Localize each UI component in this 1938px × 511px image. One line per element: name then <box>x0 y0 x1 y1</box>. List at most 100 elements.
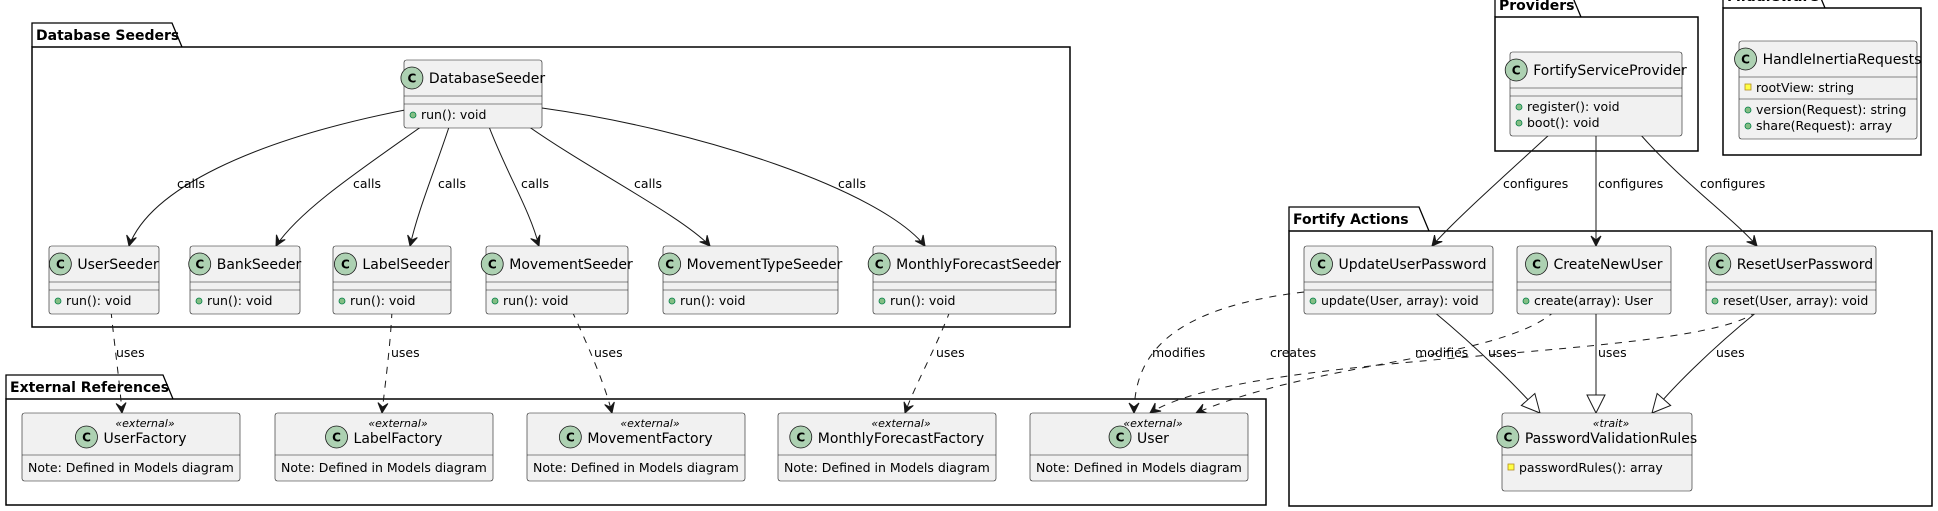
edge-path <box>487 123 540 247</box>
class-box <box>1516 245 1672 315</box>
arrow-head <box>1431 234 1443 247</box>
inheritance-arrow-head <box>1586 394 1606 415</box>
edge-modifies-update <box>1128 291 1305 415</box>
public-marker <box>195 297 203 305</box>
package-tab <box>1494 0 1582 18</box>
public-marker <box>1744 106 1752 114</box>
edge-path <box>1431 133 1551 247</box>
edges-layer <box>110 107 1759 415</box>
protected-marker <box>1744 83 1752 91</box>
edge-modifies-reset <box>1149 310 1758 414</box>
class-type-icon <box>1708 252 1732 276</box>
class-note: Note: Defined in Models diagram <box>1036 460 1242 475</box>
class-type-icon <box>789 425 813 449</box>
class-name: HandleInertiaRequests <box>1763 52 1922 68</box>
edge-configures-update <box>1431 133 1551 247</box>
class-method: run(): void <box>350 293 415 308</box>
class-box <box>485 245 629 315</box>
class-method: register(): void <box>1527 99 1620 114</box>
arrow-head <box>275 234 286 247</box>
class-name: BankSeeder <box>217 257 302 273</box>
class-type-letter: C <box>1503 431 1512 445</box>
edge-uses-update-rules <box>1432 310 1541 414</box>
package-tab <box>5 374 174 400</box>
edge-path <box>1639 133 1758 247</box>
class-name: FortifyServiceProvider <box>1533 63 1687 79</box>
class-monthly-forecast-factory[interactable]: MonthlyForecastFactory C «external» Note: D… <box>777 412 997 482</box>
class-method: run(): void <box>680 293 745 308</box>
edge-path <box>904 310 951 414</box>
edge-uses-user-factory <box>110 310 127 415</box>
class-method: run(): void <box>890 293 955 308</box>
arrow-head <box>1746 235 1758 247</box>
arrow-head <box>1128 402 1140 415</box>
edge-calls-monthly-forecast-seeder <box>541 107 926 247</box>
class-method: run(): void <box>421 107 486 122</box>
edge-label-creates: creates <box>1270 345 1316 360</box>
class-stereotype: «external» <box>871 417 930 430</box>
class-type-icon <box>48 252 72 276</box>
class-note: Note: Defined in Models diagram <box>784 460 990 475</box>
edge-label-uses: uses <box>1598 345 1627 360</box>
inheritance-arrow-head <box>1651 392 1672 414</box>
package-title: External References <box>10 380 169 396</box>
class-box <box>1501 412 1693 492</box>
arrow-head <box>699 235 711 247</box>
class-name: UserFactory <box>103 431 186 447</box>
class-type-icon <box>334 252 357 276</box>
edge-label-calls: calls <box>521 176 549 191</box>
class-box <box>1029 412 1249 482</box>
class-method: create(array): User <box>1534 293 1654 308</box>
arrow-head <box>1590 235 1602 248</box>
class-box <box>21 412 241 482</box>
package-title: Middleware <box>1727 0 1819 5</box>
class-note: Note: Defined in Models diagram <box>281 460 487 475</box>
edge-label-configures: configures <box>1503 176 1568 191</box>
class-type-icon <box>1525 252 1548 276</box>
class-field: rootView: string <box>1756 80 1854 95</box>
class-stereotype: «external» <box>1123 417 1182 430</box>
class-name: MonthlyForecastFactory <box>818 431 984 447</box>
edge-label-uses: uses <box>391 345 420 360</box>
class-method: run(): void <box>66 293 131 308</box>
class-type-icon <box>867 252 891 276</box>
class-type-letter: C <box>195 258 204 272</box>
class-name: LabelSeeder <box>362 257 449 273</box>
public-marker <box>54 297 62 305</box>
class-type-icon <box>558 425 582 449</box>
arrow-head <box>914 234 926 247</box>
class-type-letter: C <box>875 258 884 272</box>
public-marker <box>1744 122 1752 130</box>
class-box <box>1303 245 1494 315</box>
arrow-head <box>377 402 389 415</box>
class-name: ResetUserPassword <box>1737 257 1873 273</box>
edge-label-calls: calls <box>838 176 866 191</box>
class-name: UpdateUserPassword <box>1338 257 1486 273</box>
class-type-icon <box>1310 252 1333 276</box>
class-note: Note: Defined in Models diagram <box>28 460 234 475</box>
edge-uses-label-factory <box>377 310 393 415</box>
class-type-icon <box>75 425 98 449</box>
class-type-letter: C <box>796 431 805 445</box>
class-type-letter: C <box>408 72 417 86</box>
class-box <box>1705 245 1877 315</box>
class-password-validation-rules[interactable]: PasswordValidationRulesC«trait»passwordR… <box>1496 412 1697 492</box>
